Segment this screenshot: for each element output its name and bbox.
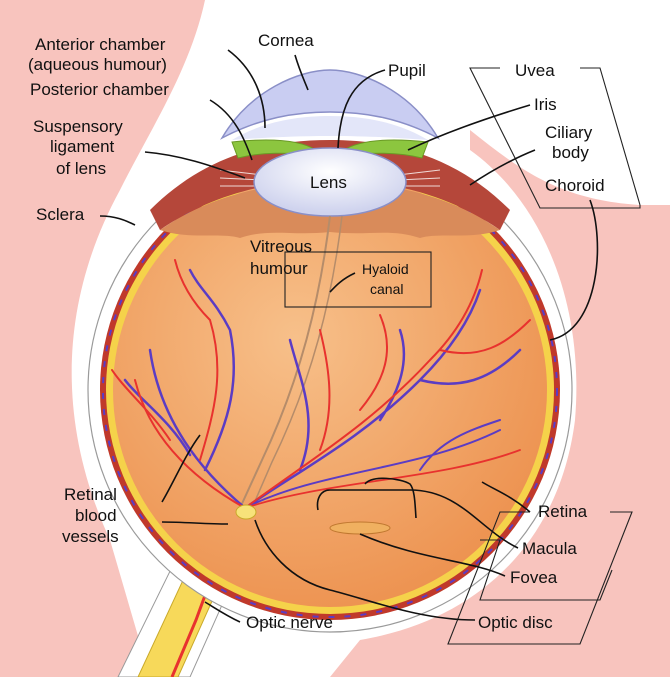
- macula-bracket: [479, 539, 613, 601]
- label-ciliary-1: Ciliary: [545, 123, 593, 142]
- ciliary-region: [150, 140, 510, 230]
- cornea-shape: [220, 69, 440, 140]
- label-anterior-chamber-1: Anterior chamber: [35, 35, 166, 54]
- leader-lines: [99, 49, 599, 623]
- label-ciliary-2: body: [552, 143, 589, 162]
- labels: Cornea Anterior chamber (aqueous humour)…: [28, 31, 605, 632]
- label-lens: Lens: [310, 173, 347, 192]
- choroid-vessels: [102, 162, 558, 618]
- retinal-vessels: [111, 259, 531, 510]
- label-iris: Iris: [534, 95, 557, 114]
- label-pupil: Pupil: [388, 61, 426, 80]
- label-uvea: Uvea: [515, 61, 555, 80]
- optic-disc-shape: [235, 504, 257, 520]
- label-hyaloid-2: canal: [370, 281, 403, 297]
- orbital-tissue-right: [330, 130, 670, 677]
- label-sclera: Sclera: [36, 205, 85, 224]
- label-vitreous-2: humour: [250, 259, 308, 278]
- label-vitreous-1: Vitreous: [250, 237, 312, 256]
- label-suspensory-2: ligament: [50, 137, 115, 156]
- orbital-tissue: [0, 0, 205, 677]
- label-suspensory-3: of lens: [56, 159, 106, 178]
- label-retina: Retina: [538, 502, 588, 521]
- label-retinal-1: Retinal: [64, 485, 117, 504]
- hyaloid-canal-wall: [251, 215, 343, 509]
- label-fovea: Fovea: [510, 568, 558, 587]
- label-hyaloid-1: Hyaloid: [362, 261, 409, 277]
- hyaloid-canal-shape: [239, 215, 331, 509]
- label-choroid: Choroid: [545, 176, 605, 195]
- macula-shape: [329, 521, 391, 535]
- hyaloid-box: [284, 251, 432, 308]
- label-anterior-chamber-2: (aqueous humour): [28, 55, 167, 74]
- label-macula: Macula: [522, 539, 577, 558]
- label-suspensory-1: Suspensory: [33, 117, 123, 136]
- anterior-chamber-shape: [232, 116, 428, 140]
- retina-bracket: [447, 511, 633, 645]
- label-cornea: Cornea: [258, 31, 314, 50]
- uvea-bracket: [469, 67, 641, 209]
- label-posterior-chamber: Posterior chamber: [30, 80, 169, 99]
- label-optic-disc: Optic disc: [478, 613, 553, 632]
- orbital-tissue-top-right: [540, 0, 670, 205]
- label-retinal-2: blood: [75, 506, 117, 525]
- label-optic-nerve: Optic nerve: [246, 613, 333, 632]
- label-retinal-3: vessels: [62, 527, 119, 546]
